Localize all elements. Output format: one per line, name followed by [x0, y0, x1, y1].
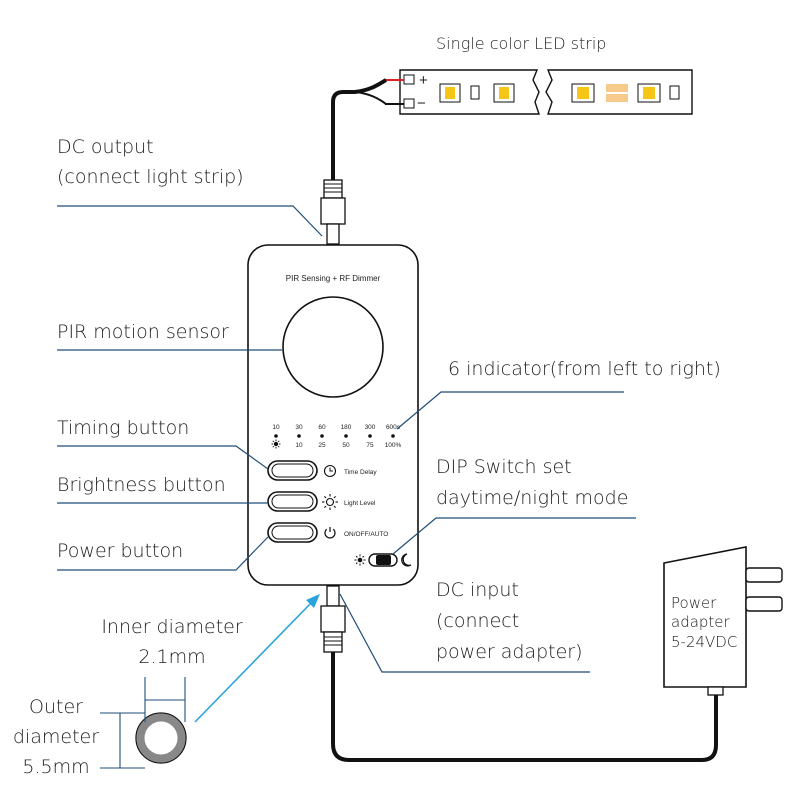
- adapter-label-2: adapter: [671, 613, 731, 631]
- pir-lens[interactable]: [282, 296, 384, 398]
- inner-diameter-value: 2.1mm: [138, 646, 205, 668]
- indicator-led: [368, 434, 372, 438]
- indicator-led: [274, 434, 278, 438]
- output-cable: [331, 78, 388, 180]
- light-level-label: Light Level: [344, 500, 376, 507]
- pointer-arrow: [194, 594, 320, 723]
- strip-plus-sign: +: [419, 72, 428, 89]
- timing-button-label: Timing button: [57, 417, 189, 439]
- dip-switch-label: DIP Switch set: [436, 456, 572, 478]
- on-off-auto-label: ON/OFF/AUTO: [344, 531, 388, 538]
- inner-diameter-label: Inner diameter: [101, 616, 243, 638]
- callout-dip: [392, 517, 636, 555]
- indicator-level-label: 75: [366, 442, 374, 449]
- led-chip: [571, 83, 595, 103]
- pir-sensor-label: PIR motion sensor: [57, 321, 229, 343]
- adapter-label-1: Power: [671, 594, 717, 612]
- strip-minus-sign: −: [417, 95, 426, 112]
- callout-power: [57, 536, 269, 571]
- input-cable: [331, 652, 718, 762]
- light-level-button[interactable]: [267, 491, 318, 512]
- callout-dc-output: [57, 205, 323, 237]
- indicator-time-label: 180: [341, 424, 352, 431]
- cut-mark: [606, 84, 628, 102]
- adapter-label-3: 5-24VDC: [671, 633, 737, 651]
- indicator-level-label: 25: [318, 442, 326, 449]
- indicator-led: [344, 434, 348, 438]
- clock-icon: [323, 464, 337, 478]
- outer-diameter-dim: [100, 712, 145, 769]
- dc-input-label: DC input: [436, 579, 519, 601]
- power-button-label: Power button: [57, 540, 183, 562]
- dc-output-label: DC output: [57, 136, 154, 158]
- indicator-level-label: 50: [342, 442, 350, 449]
- outer-diameter-value: 5.5mm: [22, 756, 89, 778]
- dc-jack-ring: [135, 712, 187, 764]
- indicator-time-label: 10: [272, 424, 280, 431]
- indicator-led: [297, 434, 301, 438]
- dc-input-sub-label-2: power adapter): [436, 641, 583, 663]
- dc-input-sub-label-1: (connect: [436, 610, 519, 632]
- moon-icon: [401, 553, 412, 567]
- dc-input-connector: [320, 585, 346, 653]
- indicator-led: [391, 434, 395, 438]
- dc-output-sub-label: (connect light strip): [57, 166, 244, 188]
- power-button[interactable]: [267, 522, 318, 543]
- led-chip: [637, 83, 661, 103]
- brightness-button-label: Brightness button: [57, 474, 226, 496]
- time-delay-button[interactable]: [267, 460, 318, 481]
- outer-diameter-label-1: Outer: [29, 696, 83, 718]
- sun-icon: [271, 439, 281, 449]
- resistor-chip: [470, 85, 480, 100]
- power-adapter: [663, 546, 783, 696]
- device-title: PIR Sensing + RF Dimmer: [286, 274, 381, 283]
- dip-switch-sub-label: daytime/night mode: [436, 487, 628, 509]
- brightness-indicator-labels: 10 25 50 75 100%: [271, 439, 402, 449]
- resistor-chip: [669, 85, 680, 100]
- plug-prong: [745, 567, 783, 583]
- led-strip-label: Single color LED strip: [436, 34, 606, 53]
- time-delay-label: Time Delay: [344, 469, 377, 476]
- indicator-led: [320, 434, 324, 438]
- callout-indicator: [396, 391, 624, 430]
- led-chip: [439, 83, 461, 103]
- indicator-time-label: 600s: [386, 424, 401, 431]
- callout-lines: [57, 205, 636, 673]
- indicator-time-label: 60: [318, 424, 326, 431]
- led-chip: [493, 83, 515, 103]
- indicator-level-label: 100%: [385, 442, 402, 449]
- indicator-level-label: 10: [295, 442, 303, 449]
- indicator-time-label: 300: [365, 424, 376, 431]
- indicator-label: 6 indicator(from left to right): [448, 358, 721, 380]
- callout-timing: [57, 445, 269, 470]
- indicator-leds: [274, 434, 395, 438]
- dip-switch[interactable]: [368, 553, 398, 567]
- sun-icon: [354, 554, 366, 566]
- plug-prong: [745, 596, 783, 612]
- brightness-icon: [322, 494, 338, 510]
- indicator-time-label: 30: [295, 424, 303, 431]
- inner-diameter-dim: [144, 677, 186, 722]
- power-icon: [324, 527, 336, 539]
- dc-output-connector: [320, 179, 346, 245]
- callout-dc-input: [339, 593, 590, 673]
- timing-indicator-labels: 10 30 60 180 300 600s: [272, 424, 400, 431]
- led-strip: [399, 69, 693, 115]
- outer-diameter-label-2: diameter: [13, 726, 99, 748]
